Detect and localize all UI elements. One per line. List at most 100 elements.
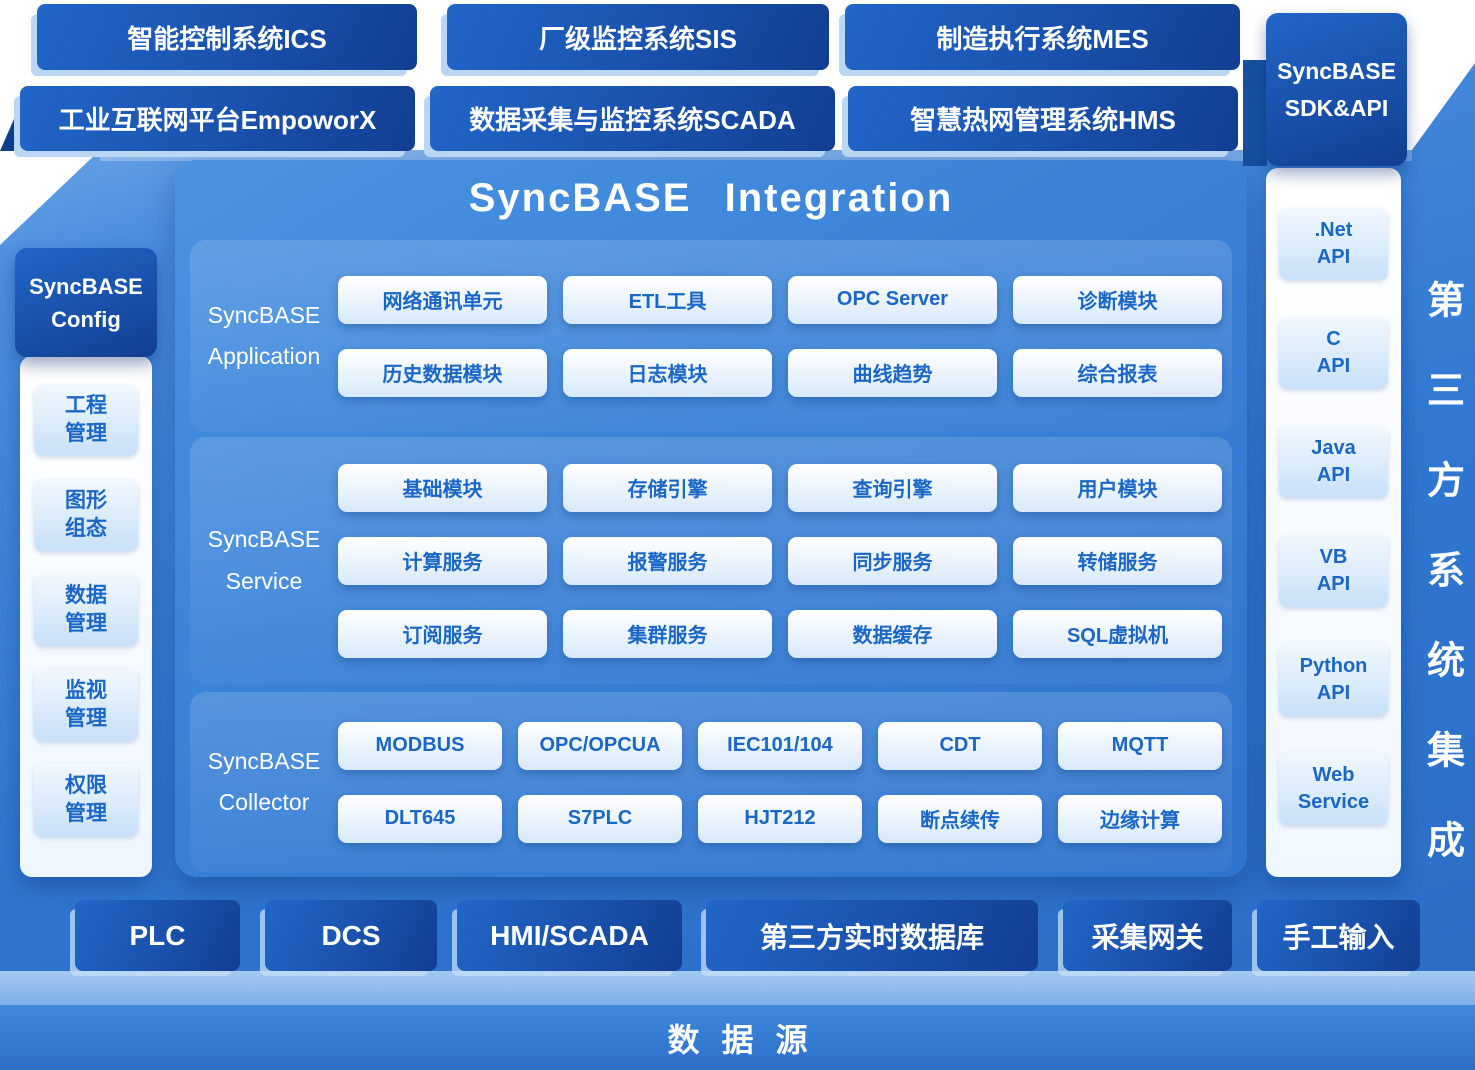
data-source-bar: 数据源 — [0, 1005, 1475, 1070]
sdk-header-line1: SyncBASE — [1277, 57, 1396, 84]
config-item-label: 工程 管理 — [65, 393, 107, 445]
module-box: DLT645 — [338, 794, 502, 843]
api-item: C API — [1279, 317, 1388, 389]
source-box-hmi-scada: HMI/SCADA — [457, 900, 682, 971]
config-header-line1: SyncBASE — [29, 273, 143, 299]
config-item-label: 数据 管理 — [65, 583, 107, 635]
right-bevel-column — [1243, 60, 1267, 166]
section-service: SyncBASE Service 基础模块 存储引擎 查询引擎 用户模块 计算服… — [190, 437, 1232, 684]
api-item-label: .Net API — [1314, 219, 1353, 268]
module-box: HJT212 — [698, 794, 862, 843]
module-box-label: 订阅服务 — [402, 625, 483, 647]
module-box-label: 数据缓存 — [852, 625, 933, 647]
system-box-label: 厂级监控系统SIS — [539, 23, 737, 54]
section-application: SyncBASE Application 网络通讯单元 ETL工具 OPC Se… — [190, 240, 1232, 432]
module-box-label: OPC/OPCUA — [539, 734, 661, 756]
config-item: 数据 管理 — [34, 574, 138, 646]
module-box: 存储引擎 — [563, 463, 772, 512]
api-item: Web Service — [1279, 753, 1388, 825]
module-box-label: DLT645 — [384, 807, 456, 829]
module-box: 曲线趋势 — [788, 348, 997, 397]
section-service-label: SyncBASE Service — [190, 437, 338, 684]
bottom-light-band — [0, 971, 1475, 1005]
system-box-sis: 厂级监控系统SIS — [447, 4, 829, 70]
module-box-label: 转储服务 — [1077, 552, 1158, 574]
module-box-label: MODBUS — [375, 734, 465, 756]
syncbase-config-panel: 工程 管理 图形 组态 数据 管理 监视 管理 权限 管理 — [20, 356, 152, 877]
module-box: MQTT — [1058, 721, 1222, 770]
api-item: Java API — [1279, 426, 1388, 498]
module-box: 查询引擎 — [788, 463, 997, 512]
api-item: Python API — [1279, 644, 1388, 716]
system-box-hms: 智慧热网管理系统HMS — [848, 86, 1238, 151]
module-box-label: 集群服务 — [627, 625, 708, 647]
module-row: DLT645 S7PLC HJT212 断点续传 边缘计算 — [338, 794, 1222, 843]
module-box-label: 用户模块 — [1077, 479, 1158, 501]
api-item: VB API — [1279, 535, 1388, 607]
config-item: 监视 管理 — [34, 669, 138, 741]
source-box-label: HMI/SCADA — [490, 919, 649, 951]
third-party-integration-label: 第三方系统集成 — [1420, 280, 1463, 910]
module-box: 集群服务 — [563, 609, 772, 658]
module-row: 计算服务 报警服务 同步服务 转储服务 — [338, 536, 1222, 585]
config-item: 权限 管理 — [34, 764, 138, 836]
module-box-label: 同步服务 — [852, 552, 933, 574]
section-collector: SyncBASE Collector MODBUS OPC/OPCUA IEC1… — [190, 692, 1232, 872]
integration-title: SyncBASE Integration — [468, 176, 954, 220]
section-label-line2: Application — [207, 343, 321, 369]
syncbase-config-header: SyncBASE Config — [15, 248, 157, 357]
source-box-label: 手工输入 — [1282, 921, 1395, 953]
data-source-label: 数据源 — [667, 1021, 830, 1058]
module-box-label: 查询引擎 — [852, 479, 933, 501]
api-item-label: C API — [1316, 328, 1351, 377]
module-box-label: 历史数据模块 — [382, 364, 503, 386]
source-box-label: DCS — [321, 919, 381, 951]
module-box: ETL工具 — [563, 275, 772, 324]
source-box-label: 第三方实时数据库 — [759, 921, 984, 953]
api-item-label: Python API — [1299, 655, 1368, 704]
module-box: 基础模块 — [338, 463, 547, 512]
module-box: 边缘计算 — [1058, 794, 1222, 843]
module-row: 基础模块 存储引擎 查询引擎 用户模块 — [338, 463, 1222, 512]
module-box: 计算服务 — [338, 536, 547, 585]
module-box-label: HJT212 — [744, 807, 816, 829]
module-box: OPC Server — [788, 275, 997, 324]
module-box-label: 断点续传 — [920, 810, 1000, 832]
source-box-plc: PLC — [75, 900, 240, 971]
module-box-label: 报警服务 — [627, 552, 708, 574]
section-label-line1: SyncBASE — [207, 301, 321, 328]
module-row: 历史数据模块 日志模块 曲线趋势 综合报表 — [338, 348, 1222, 397]
api-item: .Net API — [1279, 208, 1388, 280]
section-collector-label: SyncBASE Collector — [190, 692, 338, 872]
section-application-grid: 网络通讯单元 ETL工具 OPC Server 诊断模块 历史数据模块 日志模块… — [338, 240, 1232, 432]
system-box-ics: 智能控制系统ICS — [37, 4, 417, 70]
backdrop-top-bevel — [100, 150, 1412, 161]
section-collector-grid: MODBUS OPC/OPCUA IEC101/104 CDT MQTT DLT… — [338, 692, 1232, 872]
source-box-manual-input: 手工输入 — [1257, 900, 1420, 971]
section-label-line2: Collector — [218, 789, 310, 815]
module-box: 诊断模块 — [1013, 275, 1222, 324]
source-box-dcs: DCS — [265, 900, 437, 971]
syncbase-sdk-api-panel: .Net API C API Java API VB API Python AP… — [1266, 168, 1401, 877]
section-label-line1: SyncBASE — [207, 526, 321, 553]
config-item: 工程 管理 — [34, 384, 138, 456]
module-row: MODBUS OPC/OPCUA IEC101/104 CDT MQTT — [338, 721, 1222, 770]
module-box-label: 计算服务 — [402, 552, 483, 574]
module-box: 断点续传 — [878, 794, 1042, 843]
module-box-label: 诊断模块 — [1077, 291, 1158, 313]
source-box-label: 采集网关 — [1091, 921, 1204, 953]
syncbase-integration-panel: SyncBASE Integration SyncBASE Applicatio… — [175, 160, 1247, 877]
module-box-label: IEC101/104 — [727, 734, 833, 756]
system-box-label: 工业互联网平台EmpoworX — [58, 105, 377, 135]
system-box-label: 数据采集与监控系统SCADA — [469, 105, 796, 135]
module-box-label: 日志模块 — [627, 364, 708, 386]
module-box: IEC101/104 — [698, 721, 862, 770]
module-box: 数据缓存 — [788, 609, 997, 658]
source-box-collect-gateway: 采集网关 — [1063, 900, 1232, 971]
config-header-line2: Config — [51, 306, 121, 332]
config-item-label: 权限 管理 — [65, 773, 107, 825]
section-label-line2: Service — [225, 567, 303, 594]
source-box-third-party-rtdb: 第三方实时数据库 — [706, 900, 1038, 971]
module-box-label: MQTT — [1111, 734, 1169, 756]
